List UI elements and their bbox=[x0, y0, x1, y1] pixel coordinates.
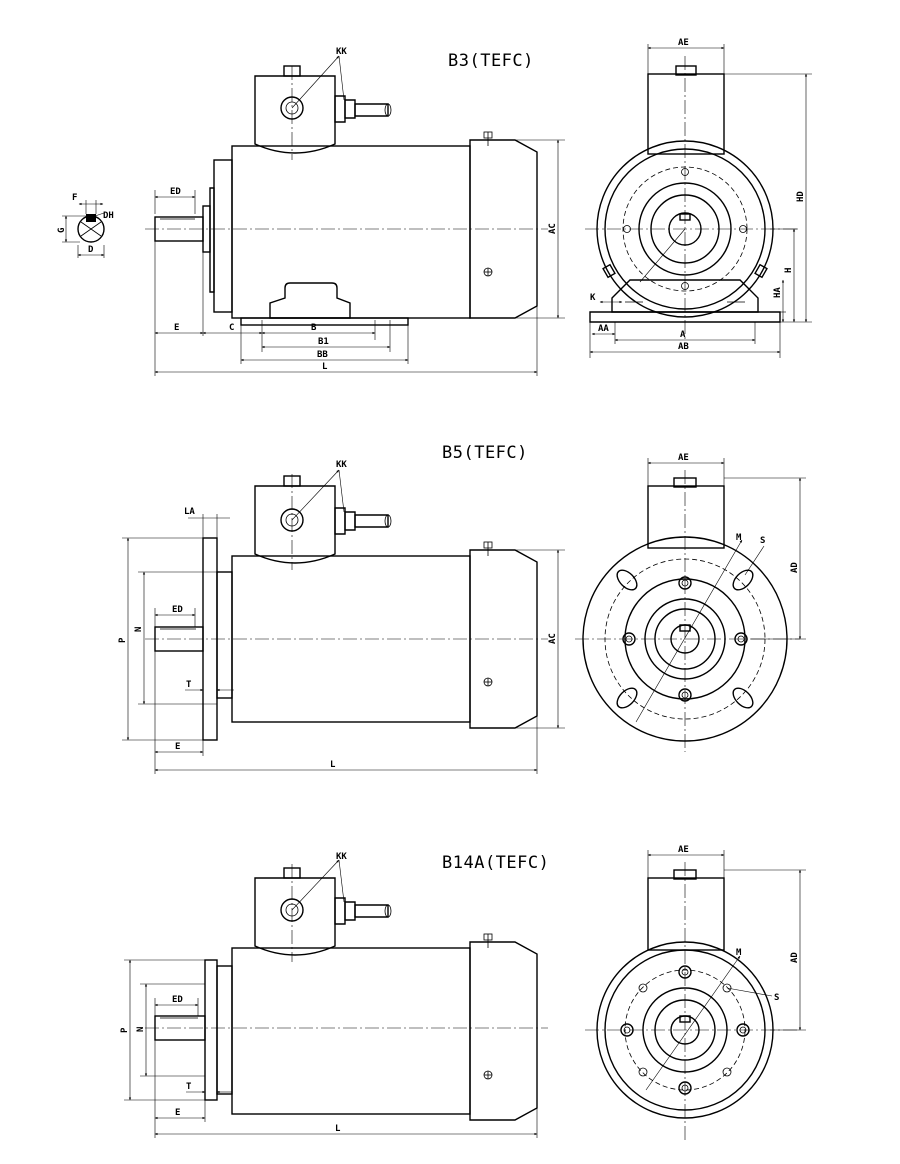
label-a: A bbox=[680, 330, 686, 340]
b14a-side-view: KK ED P N T E L bbox=[120, 852, 548, 1138]
label-bb: BB bbox=[317, 350, 328, 360]
shaft-section-detail: F G DH D bbox=[57, 193, 114, 258]
foot bbox=[269, 282, 351, 319]
view-title: B5(TEFC) bbox=[442, 443, 528, 463]
label-ab: AB bbox=[678, 342, 689, 352]
label-ed: ED bbox=[172, 605, 183, 615]
b3-end-view: AE HD H HA K AA A AB bbox=[585, 38, 812, 358]
label-aa: AA bbox=[598, 324, 609, 334]
terminal-box-end bbox=[647, 73, 725, 155]
label-l: L bbox=[322, 362, 328, 372]
label-s: S bbox=[760, 536, 765, 546]
label-kk: KK bbox=[336, 852, 347, 862]
label-p: P bbox=[118, 637, 128, 643]
label-s: S bbox=[774, 993, 779, 1003]
b5-side-view: KK LA ED P N T bbox=[118, 460, 565, 774]
label-kk: KK bbox=[336, 460, 347, 470]
label-b: B bbox=[311, 323, 317, 333]
b3-side-view: KK ED E C B B1 BB L bbox=[145, 47, 565, 376]
label-dh: DH bbox=[103, 211, 114, 221]
terminal-box bbox=[254, 75, 336, 154]
label-l: L bbox=[330, 760, 336, 770]
view-b14a: B14A(TEFC) bbox=[120, 845, 806, 1140]
label-k: K bbox=[590, 293, 596, 303]
label-p: P bbox=[120, 1027, 130, 1033]
label-c: C bbox=[229, 323, 234, 333]
view-b5: B5(TEFC) bbox=[118, 443, 806, 774]
terminal-box-end bbox=[647, 485, 725, 549]
terminal-box-end bbox=[647, 877, 725, 951]
label-ad: AD bbox=[790, 952, 800, 963]
label-b1: B1 bbox=[318, 337, 329, 347]
label-ae: AE bbox=[678, 845, 689, 855]
b14a-end-view: M S AE AD bbox=[585, 845, 806, 1140]
label-l: L bbox=[335, 1124, 341, 1134]
label-ae: AE bbox=[678, 38, 689, 48]
b5-end-view: M S AE AD bbox=[575, 453, 806, 752]
label-n: N bbox=[134, 627, 144, 632]
label-kk: KK bbox=[336, 47, 347, 57]
fan-cover bbox=[469, 941, 538, 1121]
label-h: H bbox=[784, 268, 794, 273]
label-t: T bbox=[186, 1082, 192, 1092]
label-ae: AE bbox=[678, 453, 689, 463]
label-m: M bbox=[736, 948, 742, 958]
label-ed: ED bbox=[172, 995, 183, 1005]
motor-body bbox=[231, 145, 471, 319]
label-g: G bbox=[57, 228, 67, 233]
label-f: F bbox=[72, 193, 77, 203]
label-ha: HA bbox=[773, 287, 783, 298]
label-e: E bbox=[175, 1108, 180, 1118]
label-n: N bbox=[136, 1027, 146, 1032]
view-b3: B3(TEFC) bbox=[57, 38, 812, 376]
label-d: D bbox=[88, 245, 94, 255]
label-e: E bbox=[175, 742, 180, 752]
label-ad: AD bbox=[790, 562, 800, 573]
label-la: LA bbox=[184, 507, 195, 517]
label-m: M bbox=[736, 533, 742, 543]
terminal-box bbox=[254, 485, 336, 564]
label-t: T bbox=[186, 680, 192, 690]
motor-body bbox=[231, 947, 471, 1115]
label-ac: AC bbox=[548, 223, 558, 234]
terminal-box bbox=[254, 877, 336, 956]
flange bbox=[204, 959, 218, 1101]
label-ac: AC bbox=[548, 633, 558, 644]
label-hd: HD bbox=[796, 191, 806, 202]
label-ed: ED bbox=[170, 187, 181, 197]
view-title: B3(TEFC) bbox=[448, 51, 534, 71]
view-title: B14A(TEFC) bbox=[442, 853, 549, 873]
label-e: E bbox=[174, 323, 179, 333]
